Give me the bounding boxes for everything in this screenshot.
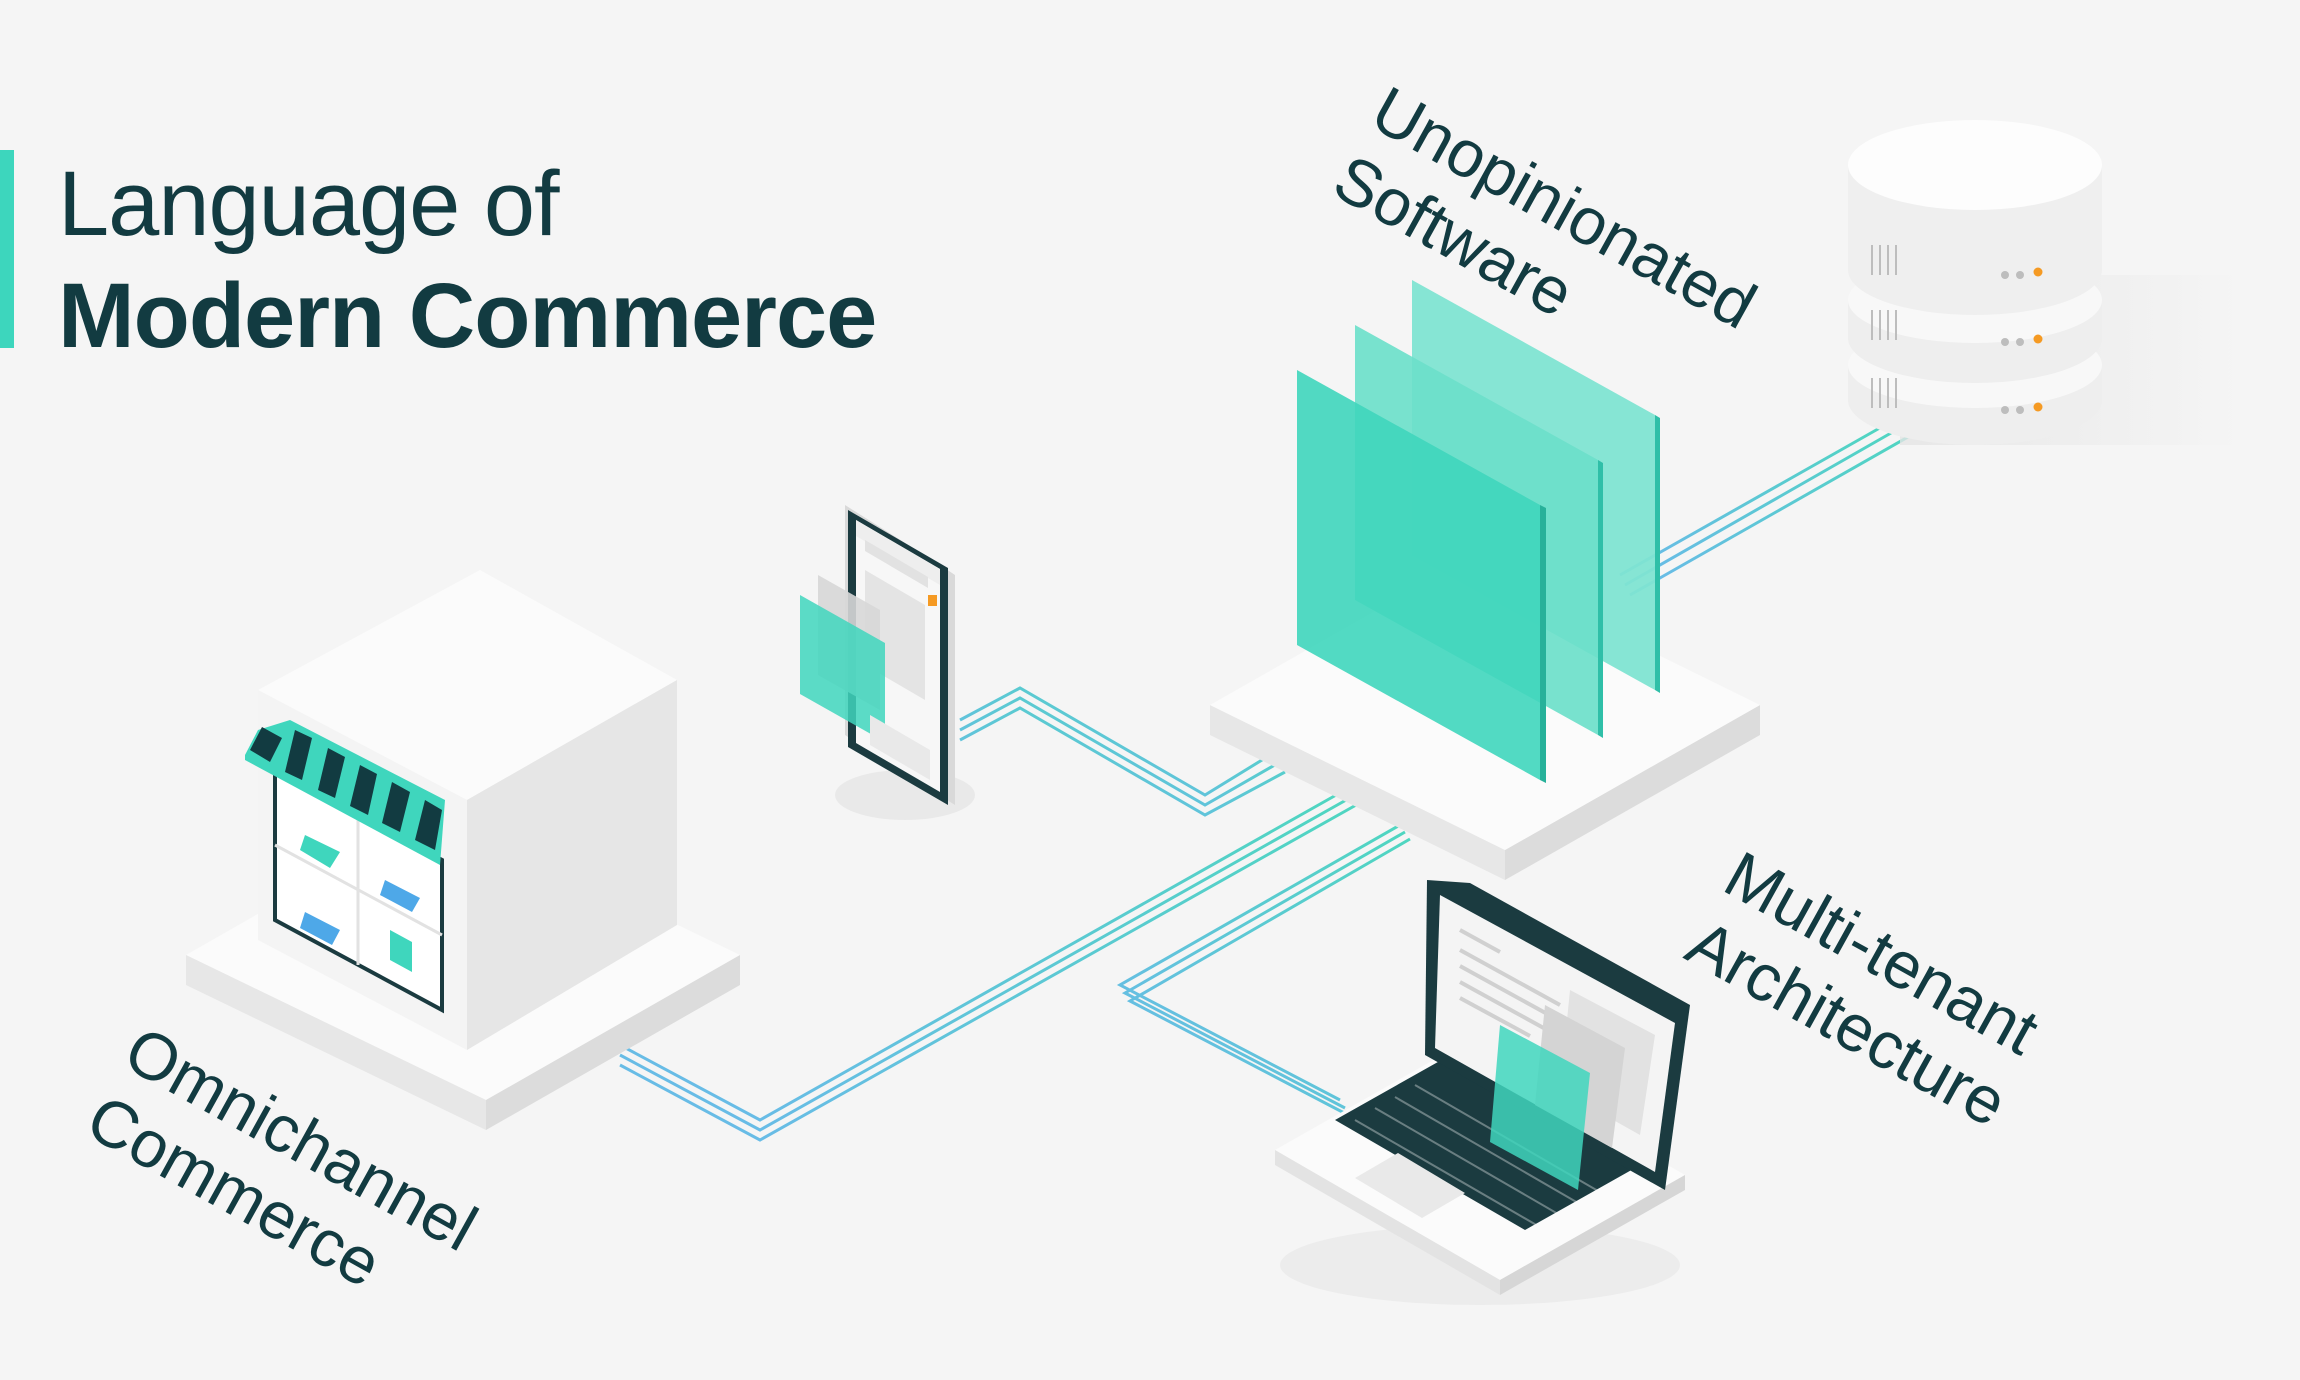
database-server-icon [1848, 120, 2240, 445]
smartphone-icon [800, 505, 975, 820]
connector-lines [620, 425, 1915, 1140]
laptop-icon [1275, 880, 1690, 1305]
title-line-2: Modern Commerce [58, 260, 876, 372]
storefront-icon [186, 570, 740, 1130]
title-accent-bar [0, 150, 14, 348]
title-line-1: Language of [58, 148, 876, 260]
page-title: Language of Modern Commerce [58, 148, 876, 372]
